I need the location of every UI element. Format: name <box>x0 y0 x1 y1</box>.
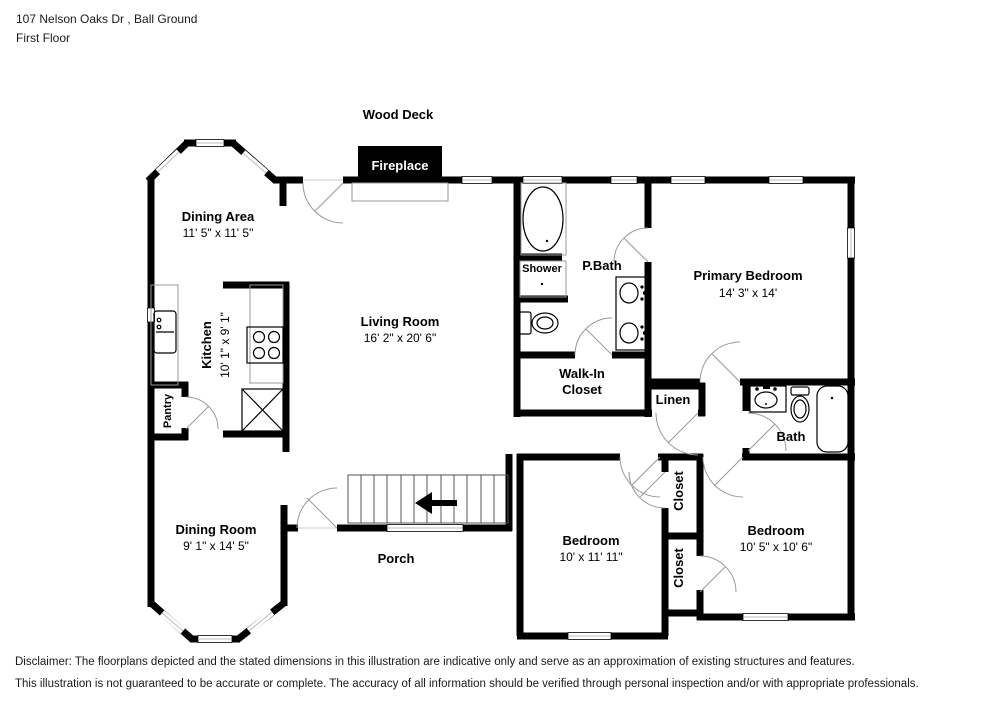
toilet-icon <box>518 311 559 335</box>
bath-sink-icon <box>749 385 787 413</box>
dining-area-dims: 11' 5" x 11' 5" <box>183 226 254 240</box>
linen-label: Linen <box>656 392 691 407</box>
double-vanity-icon <box>615 276 648 351</box>
wood-deck-label: Wood Deck <box>363 107 434 122</box>
lower-closet-label: Closet <box>671 547 686 587</box>
dining-room-label: Dining Room <box>176 522 257 537</box>
bath-label: Bath <box>777 429 806 444</box>
stair-arrow-icon <box>415 492 457 514</box>
fireplace: Fireplace <box>351 146 449 202</box>
hall-bath-fixtures <box>749 385 849 453</box>
windows <box>147 139 855 643</box>
upper-closet-door-arc <box>628 471 666 509</box>
right-bedroom-dims: 10' 5" x 10' 6" <box>740 540 812 554</box>
pantry-label: Pantry <box>162 393 174 428</box>
bath-toilet-icon <box>790 386 810 423</box>
lower-closet-door-arc <box>699 555 737 593</box>
dining-room-dims: 9' 1" x 14' 5" <box>183 539 249 553</box>
stove-icon <box>246 326 284 364</box>
deck-door-arc <box>302 182 344 224</box>
shower-icon <box>519 260 567 298</box>
bathtub-icon <box>816 385 849 453</box>
kitchen-dims: 10' 1" x 9' 1" <box>218 312 232 378</box>
doors <box>185 179 787 593</box>
left-bedroom-label: Bedroom <box>562 533 619 548</box>
room-labels: Wood Deck Dining Area 11' 5" x 11' 5" Ki… <box>162 107 812 588</box>
primary-bath-fixtures <box>518 182 648 351</box>
disclaimer-line-2: This illustration is not guaranteed to b… <box>15 678 919 690</box>
garden-tub-icon <box>520 182 567 256</box>
stairs <box>347 474 509 524</box>
right-bedroom-door-arc <box>702 456 744 498</box>
living-room-label: Living Room <box>361 314 440 329</box>
kitchen-fixtures <box>150 284 284 432</box>
walls <box>145 139 855 643</box>
walkin-closet-label-2: Closet <box>562 382 602 397</box>
dining-area-label: Dining Area <box>182 209 255 224</box>
living-room-dims: 16' 2" x 20' 6" <box>364 331 436 345</box>
header: 107 Nelson Oaks Dr , Ball Ground First F… <box>16 10 197 48</box>
address-line: 107 Nelson Oaks Dr , Ball Ground <box>16 12 198 26</box>
walkin-closet-label-1: Walk-In <box>559 366 605 381</box>
sink-icon <box>153 310 177 354</box>
kitchen-label: Kitchen <box>199 321 214 369</box>
floor-line: First Floor <box>16 31 70 45</box>
primary-bath-label: P.Bath <box>582 258 622 273</box>
disclaimer-line-1: Disclaimer: The floorplans depicted and … <box>15 656 855 668</box>
left-bedroom-dims: 10' x 11' 11" <box>559 550 622 564</box>
shower-label: Shower <box>522 263 562 275</box>
upper-closet-label: Closet <box>671 470 686 510</box>
right-bedroom-label: Bedroom <box>747 523 804 538</box>
primary-bedroom-label: Primary Bedroom <box>693 268 802 283</box>
fireplace-label: Fireplace <box>371 158 428 173</box>
primary-bedroom-dims: 14' 3" x 14' <box>719 286 777 300</box>
porch-label: Porch <box>378 551 415 566</box>
walkin-closet-door-arc <box>574 317 613 356</box>
disclaimer: Disclaimer: The floorplans depicted and … <box>15 651 919 695</box>
refrigerator-icon <box>241 388 284 432</box>
primary-bedroom-door-arc <box>699 341 741 383</box>
